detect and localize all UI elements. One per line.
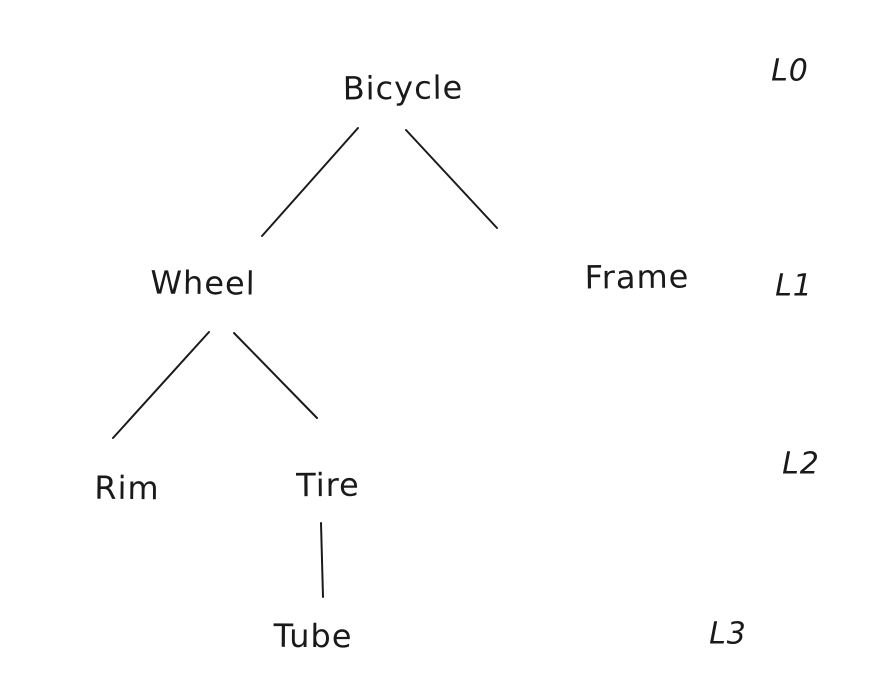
level-label-l1: L1 (775, 268, 813, 304)
edge-bicycle-wheel (261, 127, 359, 237)
node-tire: Tire (296, 465, 360, 505)
edge-tire-tube (320, 522, 324, 598)
edge-wheel-tire (233, 332, 318, 419)
edge-bicycle-frame (405, 129, 498, 229)
node-wheel: Wheel (150, 263, 256, 303)
node-tube: Tube (273, 616, 353, 656)
level-label-l0: L0 (771, 53, 809, 89)
edge-wheel-rim (112, 331, 210, 439)
node-bicycle: Bicycle (342, 68, 464, 108)
level-label-l2: L2 (782, 446, 820, 482)
level-label-l3: L3 (709, 616, 747, 652)
node-frame: Frame (584, 257, 690, 297)
node-rim: Rim (94, 468, 160, 508)
